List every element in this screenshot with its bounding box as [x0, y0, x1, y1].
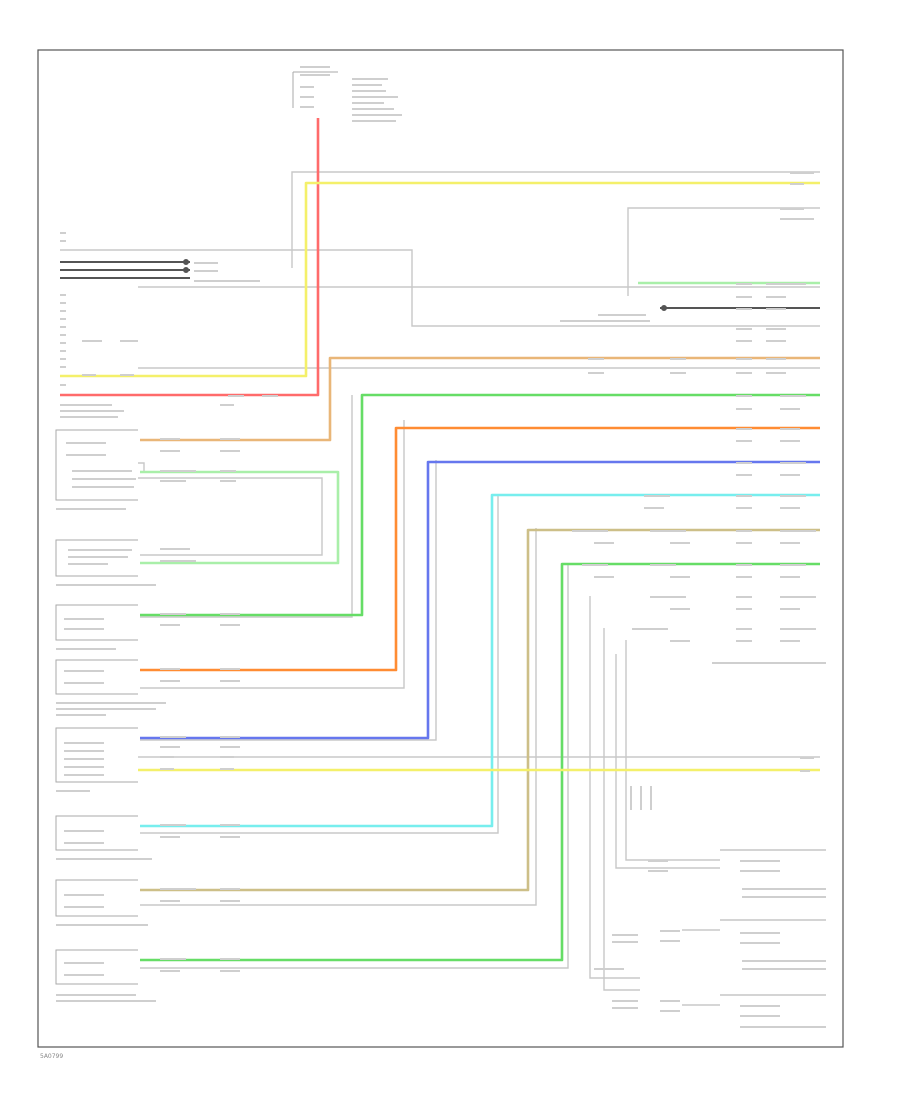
blue-wire	[140, 460, 820, 740]
cyan-wire	[140, 493, 820, 828]
right-pin-labels	[560, 172, 816, 772]
top-fuse-connector	[292, 66, 402, 122]
module-pin-labels	[160, 438, 240, 972]
module-4	[55, 659, 166, 716]
module-8	[55, 949, 156, 1002]
gray-wires	[60, 171, 820, 1006]
module-3	[55, 604, 138, 650]
red-wire	[60, 118, 320, 397]
left-modules	[55, 429, 166, 1002]
module-5	[55, 727, 138, 792]
light-green-wire	[140, 470, 340, 565]
module-6	[55, 815, 152, 860]
module-7	[55, 879, 148, 926]
yellow-wire	[60, 181, 820, 378]
green-wire-lower	[140, 562, 820, 962]
module-2	[55, 539, 156, 586]
right-modules	[594, 662, 826, 1028]
orange-wire	[140, 426, 820, 672]
olive-wire	[140, 528, 820, 892]
dark-stubs	[60, 259, 820, 311]
left-pin-column	[60, 232, 278, 418]
module-1	[55, 429, 138, 510]
diagram-border	[37, 49, 844, 1048]
footer-code: 5A0799	[40, 1053, 63, 1060]
green-wire-upper	[140, 393, 820, 617]
